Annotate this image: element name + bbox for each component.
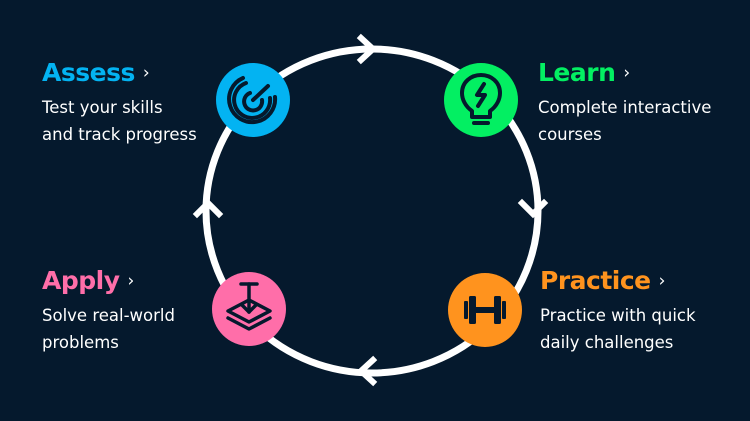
learn-step[interactable]: Learn › Complete interactive courses <box>538 58 711 148</box>
arrow-left-icon <box>192 198 224 219</box>
practice-desc-line: Practice with quick <box>540 306 696 325</box>
apply-step[interactable]: Apply › Solve real-world problems <box>42 266 175 356</box>
practice-node[interactable] <box>448 273 522 347</box>
stack-download-icon <box>226 282 272 331</box>
learn-desc-line: Complete interactive <box>538 98 712 117</box>
arrow-right-icon <box>517 198 549 219</box>
learn-desc-line: courses <box>538 125 602 144</box>
chevron-right-icon: › <box>127 271 135 291</box>
practice-title: Practice <box>540 266 651 295</box>
assess-node[interactable] <box>216 63 290 137</box>
lightbulb-icon <box>460 73 502 125</box>
assess-desc-line: and track progress <box>42 125 197 144</box>
learn-title: Learn <box>538 58 616 87</box>
arrow-bottom-icon <box>356 355 378 387</box>
practice-description: Practice with quick daily challenges <box>540 302 696 356</box>
practice-desc-line: daily challenges <box>540 333 674 352</box>
apply-title: Apply <box>42 266 120 295</box>
chevron-right-icon: › <box>142 63 150 83</box>
apply-desc-line: problems <box>42 333 119 352</box>
chevron-right-icon: › <box>623 63 630 83</box>
radar-icon <box>227 76 278 125</box>
learn-node[interactable] <box>444 63 518 137</box>
apply-title-row: Apply › <box>42 266 134 299</box>
assess-description: Test your skills and track progress <box>42 94 197 148</box>
dumbbell-icon <box>464 296 506 324</box>
apply-description: Solve real-world problems <box>42 302 175 356</box>
learn-description: Complete interactive courses <box>538 94 711 148</box>
apply-desc-line: Solve real-world <box>42 306 175 325</box>
assess-title-row: Assess › <box>42 58 150 91</box>
assess-title: Assess <box>42 58 135 87</box>
apply-node[interactable] <box>212 272 286 346</box>
learn-title-row: Learn › <box>538 58 630 91</box>
chevron-right-icon: › <box>658 271 666 291</box>
assess-step[interactable]: Assess › Test your skills and track prog… <box>42 58 197 148</box>
practice-title-row: Practice › <box>540 266 665 299</box>
assess-desc-line: Test your skills <box>42 98 163 117</box>
practice-step[interactable]: Practice › Practice with quick daily cha… <box>540 266 696 356</box>
arrow-top-icon <box>356 33 378 65</box>
